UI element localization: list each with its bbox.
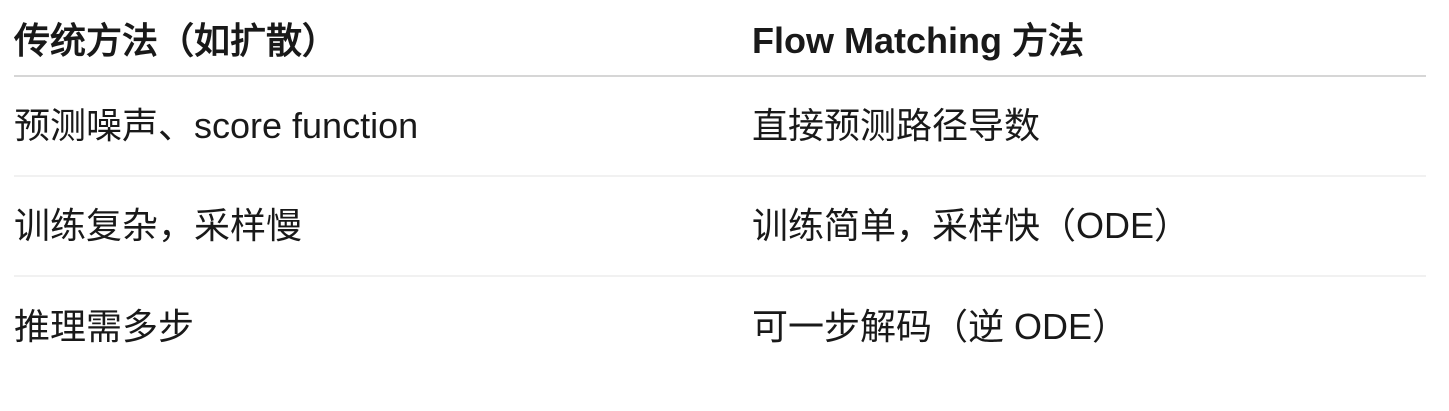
table-row-prediction-target: 预测噪声、score function 直接预测路径导数 bbox=[14, 77, 1426, 177]
table-cell-traditional-inference: 推理需多步 bbox=[14, 306, 195, 348]
table-header-row: 传统方法（如扩散） Flow Matching 方法 bbox=[14, 0, 1426, 77]
table-cell-flow-matching-training: 训练简单，采样快（ODE） bbox=[752, 205, 1191, 247]
table-cell-flow-matching-prediction: 直接预测路径导数 bbox=[752, 105, 1041, 147]
table-row-training-sampling: 训练复杂，采样慢 训练简单，采样快（ODE） bbox=[14, 177, 1426, 277]
column-header-flow-matching-method: Flow Matching 方法 bbox=[752, 19, 1084, 61]
comparison-table: 传统方法（如扩散） Flow Matching 方法 预测噪声、score fu… bbox=[14, 0, 1426, 377]
table-cell-traditional-training: 训练复杂，采样慢 bbox=[14, 205, 303, 247]
table-row-inference-steps: 推理需多步 可一步解码（逆 ODE） bbox=[14, 277, 1426, 377]
table-cell-traditional-prediction: 预测噪声、score function bbox=[14, 105, 419, 147]
table-cell-flow-matching-inference: 可一步解码（逆 ODE） bbox=[752, 306, 1129, 348]
column-header-traditional-method: 传统方法（如扩散） bbox=[14, 19, 339, 61]
